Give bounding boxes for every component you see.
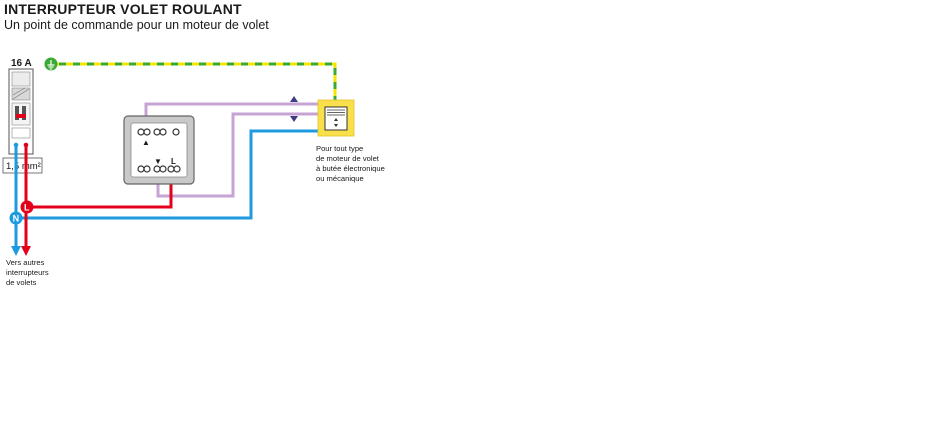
cable-section-label: 1,5 mm² xyxy=(2,157,43,174)
shutter-switch: ▲ ▼ L xyxy=(123,115,195,185)
live-node-icon xyxy=(20,200,34,214)
svg-text:de moteur de volet: de moteur de volet xyxy=(316,154,380,163)
breaker-rating: 16 A xyxy=(11,58,32,69)
down-symbol: ▼ xyxy=(154,157,162,166)
down-arrow-icon xyxy=(21,246,31,256)
svg-text:à butée électronique: à butée électronique xyxy=(316,164,385,173)
svg-text:interrupteurs: interrupteurs xyxy=(6,268,49,277)
svg-text:Vers autres: Vers autres xyxy=(6,258,45,267)
svg-text:de volets: de volets xyxy=(6,278,37,287)
switch-live-label: L xyxy=(171,157,176,166)
down-arrow-icon xyxy=(290,116,298,122)
earth-wire xyxy=(44,57,337,100)
circuit-breaker: 16 A xyxy=(8,58,34,155)
down-arrow-icon xyxy=(11,246,21,256)
shutter-motor xyxy=(317,99,355,137)
other-switches-note: Vers autres interrupteurs de volets xyxy=(6,258,49,287)
neutral-wire: N xyxy=(9,129,318,256)
page-subtitle: Un point de commande pour un moteur de v… xyxy=(4,18,269,32)
motor-note: Pour tout type de moteur de volet à buté… xyxy=(316,144,385,183)
page-title: INTERRUPTEUR VOLET ROULANT xyxy=(4,1,242,17)
svg-text:N: N xyxy=(13,214,20,224)
svg-text:1,5 mm²: 1,5 mm² xyxy=(6,161,41,172)
svg-text:ou mécanique: ou mécanique xyxy=(316,174,364,183)
neutral-node-icon xyxy=(9,211,23,225)
svg-text:L: L xyxy=(24,203,30,213)
up-arrow-icon xyxy=(290,96,298,102)
up-symbol: ▲ xyxy=(142,138,150,147)
svg-text:Pour tout type: Pour tout type xyxy=(316,144,363,153)
